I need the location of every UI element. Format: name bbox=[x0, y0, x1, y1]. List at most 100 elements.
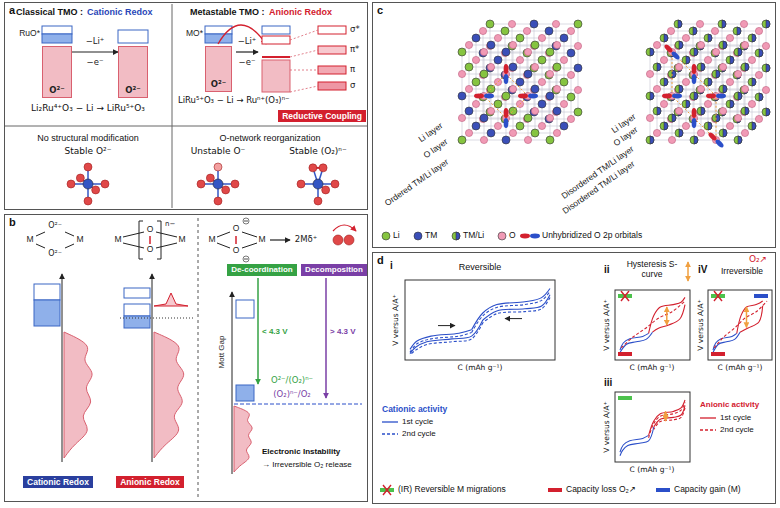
oxygen-atom bbox=[704, 100, 711, 107]
oxygen-atom bbox=[479, 27, 486, 34]
figure-label: MO* bbox=[186, 29, 203, 39]
figure-label: iV bbox=[698, 264, 707, 276]
cation-atom bbox=[458, 136, 466, 144]
mixed-atom bbox=[755, 49, 763, 57]
oxygen-atom bbox=[231, 180, 239, 188]
cycle-curve bbox=[483, 298, 550, 323]
mixed-atom-half bbox=[657, 107, 661, 115]
cation-atom bbox=[516, 34, 524, 42]
mixed-atom-half bbox=[759, 93, 763, 101]
mixed-atom-half bbox=[745, 107, 749, 115]
figure-label: Li₂Ru⁴⁺O₃ − Li → LiRu⁵⁺O₃ bbox=[31, 103, 145, 113]
octahedron-sketch bbox=[67, 163, 109, 205]
oxygen-atom bbox=[552, 20, 559, 27]
mixed-atom-half bbox=[708, 34, 712, 42]
oxygen-atom bbox=[487, 107, 494, 114]
mixed-atom-half bbox=[650, 136, 654, 144]
cation-atom bbox=[472, 78, 480, 86]
charge-symbol bbox=[244, 221, 248, 222]
cycle-curve bbox=[714, 301, 767, 348]
divider-line bbox=[198, 218, 199, 500]
figure-label: −e⁻ bbox=[87, 58, 104, 68]
cation-atom bbox=[574, 64, 582, 72]
node-text: De-coordination bbox=[231, 265, 292, 275]
oxygen-atom bbox=[567, 27, 574, 34]
oxygen-atom bbox=[675, 107, 682, 114]
mixed-atom bbox=[653, 63, 661, 71]
oxygen-atom bbox=[331, 180, 339, 188]
p-orbital bbox=[706, 94, 726, 99]
cation-atom bbox=[574, 20, 582, 28]
hysteresis-arrow bbox=[746, 307, 748, 327]
p-orbital bbox=[504, 108, 509, 128]
direction-arrow bbox=[438, 325, 455, 326]
cycle-curve bbox=[472, 291, 550, 332]
mixed-atom bbox=[740, 42, 748, 50]
octahedron-sketch bbox=[197, 163, 239, 205]
anionic-peak bbox=[154, 293, 188, 306]
peroxo-bond bbox=[149, 236, 151, 244]
figure-label: Cationic Redox bbox=[87, 7, 153, 17]
capacity-marker bbox=[754, 294, 768, 298]
legend-swatch bbox=[414, 232, 422, 240]
cation-atom bbox=[502, 136, 510, 144]
mixed-atom-half bbox=[679, 85, 683, 93]
cation-atom bbox=[560, 78, 568, 86]
p-orbital bbox=[474, 94, 494, 99]
mixed-atom bbox=[726, 100, 734, 108]
mixed-atom bbox=[697, 63, 705, 71]
oxygen-atom bbox=[667, 27, 674, 34]
mixed-atom-half bbox=[745, 63, 749, 71]
panel-frame: d bbox=[372, 252, 776, 504]
metal-band bbox=[42, 34, 72, 43]
mixed-atom bbox=[675, 41, 683, 49]
oxygen-atom bbox=[682, 122, 689, 129]
molecular-level bbox=[318, 82, 346, 90]
oxygen-atom bbox=[494, 34, 501, 41]
legend-sample bbox=[498, 232, 506, 240]
node-text: c bbox=[377, 4, 771, 16]
oxygen-atom bbox=[574, 42, 581, 49]
antibonding-band bbox=[262, 36, 290, 44]
oxygen-atom bbox=[333, 235, 343, 245]
mixed-atom bbox=[762, 108, 770, 116]
bond-line bbox=[123, 243, 144, 248]
oxygen-atom bbox=[697, 41, 704, 48]
oxygen-atom bbox=[741, 41, 748, 48]
mixed-atom-half bbox=[723, 41, 727, 49]
mixed-atom bbox=[660, 78, 668, 86]
cross-mark bbox=[383, 485, 391, 495]
figure-label: C (mAh g⁻¹) bbox=[630, 466, 675, 475]
metal-band bbox=[205, 26, 232, 34]
voltage-plot bbox=[405, 280, 555, 360]
mixed-atom bbox=[740, 86, 748, 94]
figure-label: −e⁻ bbox=[239, 58, 256, 68]
mixed-atom bbox=[711, 49, 719, 57]
mixed-atom-half bbox=[708, 122, 712, 130]
mixed-atom-half bbox=[723, 85, 727, 93]
oxygen-atom bbox=[762, 42, 769, 49]
mixed-atom-half bbox=[738, 48, 742, 56]
mixed-atom bbox=[748, 122, 756, 130]
cation-atom bbox=[531, 41, 539, 49]
redox-level bbox=[234, 404, 362, 405]
cation-atom bbox=[480, 114, 488, 122]
legend-sample bbox=[382, 422, 398, 423]
mixed-atom-half bbox=[766, 108, 770, 116]
mixed-atom bbox=[675, 129, 683, 137]
oxygen-atom bbox=[734, 70, 741, 77]
oxygen-atom bbox=[101, 180, 109, 188]
oxygen-atom bbox=[726, 34, 733, 41]
oxygen-atom bbox=[214, 197, 222, 205]
legend-swatch bbox=[656, 488, 670, 492]
legend-sample bbox=[700, 418, 716, 419]
label-box: Cationic Redox bbox=[23, 476, 93, 488]
energy-axis bbox=[232, 292, 233, 474]
cation-atom bbox=[524, 70, 532, 78]
legend-text: Li bbox=[393, 231, 400, 241]
oxygen-atom bbox=[553, 85, 560, 92]
oxygen-atom bbox=[516, 56, 523, 63]
cation-atom bbox=[479, 49, 487, 57]
mixed-atom-half bbox=[716, 70, 720, 78]
orbital-lobe bbox=[692, 108, 697, 118]
